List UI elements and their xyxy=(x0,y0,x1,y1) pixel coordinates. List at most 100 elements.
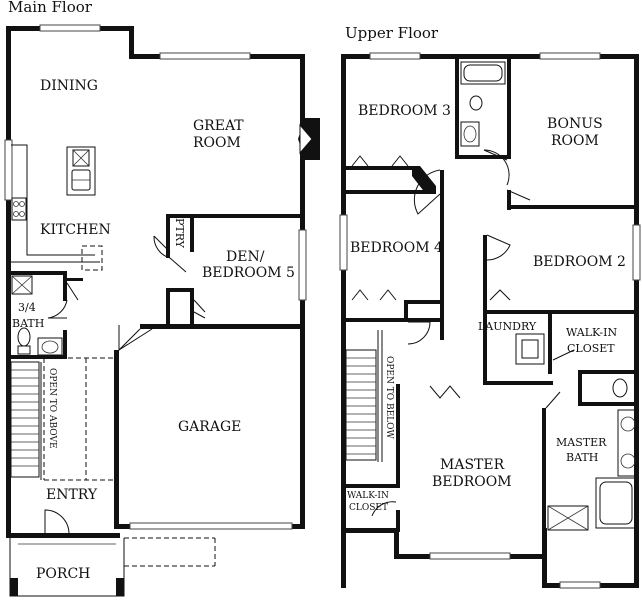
hall-angle-wall xyxy=(412,166,436,194)
bonus-left-wall xyxy=(507,59,511,159)
bonus-bottom-wall xyxy=(507,205,639,209)
bonus-label-2: ROOM xyxy=(551,133,599,149)
upper-floor-plan: BEDROOM 3 BONUS ROOM BEDROOM 4 BEDROOM 2… xyxy=(339,52,641,589)
porch-post-left xyxy=(10,578,18,596)
master-bed-label-1: MASTER xyxy=(440,457,505,473)
master-vanity xyxy=(617,409,637,477)
master-bath-left-wall xyxy=(542,408,546,533)
kitchen-label: KITCHEN xyxy=(40,222,111,238)
master-closet-top xyxy=(346,484,400,488)
stair-treads xyxy=(11,369,39,467)
main-wall-step xyxy=(129,26,134,57)
den-left-wall-lower xyxy=(166,288,170,328)
bath-bottom-wall xyxy=(11,355,67,359)
upper-window-bath xyxy=(559,581,601,589)
bath-right-wall-upper xyxy=(63,271,67,301)
open-to-above-label: OPEN TO ABOVE xyxy=(47,368,57,449)
master-bath-label-2: BATH xyxy=(566,451,598,464)
master-bed-label-2: BEDROOM xyxy=(432,474,512,490)
kitchen-island xyxy=(66,146,96,196)
upper-wall-bottom-left xyxy=(341,528,399,533)
upper-window-bed3 xyxy=(369,52,421,60)
garage-label: GARAGE xyxy=(178,419,241,435)
porch-outline xyxy=(9,538,125,597)
bath-top-wall xyxy=(11,271,67,275)
main-window-great xyxy=(159,52,251,60)
bath34-label-2: BATH xyxy=(12,317,44,330)
upper-window-bed4 xyxy=(339,214,348,271)
great-room-label-1: GREAT xyxy=(193,118,244,134)
fireplace-hearth xyxy=(299,123,313,155)
toilet-icon-upper xyxy=(469,95,483,111)
den-closet-side xyxy=(190,288,194,328)
toilet-icon-master xyxy=(612,378,628,398)
upper-window-master xyxy=(429,552,511,560)
laundry-label: LAUNDRY xyxy=(478,320,537,333)
laundry-bottom-wall xyxy=(483,381,553,385)
bath-right-wall-lower xyxy=(63,330,67,359)
upper-wall-left xyxy=(341,54,346,588)
walkin2-label-2: CLOSET xyxy=(349,503,388,513)
den-top-wall xyxy=(166,214,305,218)
master-bath-label-1: MASTER xyxy=(556,436,607,449)
great-room-label-2: ROOM xyxy=(193,135,241,151)
upper-window-bed2 xyxy=(632,224,641,281)
bed2-bottom-wall xyxy=(483,310,639,314)
main-wall-entry-bottom xyxy=(6,533,120,538)
main-floor-title: Main Floor xyxy=(8,0,93,16)
bath-sink xyxy=(37,337,63,356)
main-window-dining xyxy=(39,24,101,32)
bed4-right-wall xyxy=(440,170,444,340)
master-shower xyxy=(547,505,589,531)
upper-wall-bottom-step-l xyxy=(394,528,399,559)
toilet-icon xyxy=(17,327,31,347)
walkin2-label-1: WALK-IN xyxy=(347,491,389,501)
upper-window-bonus xyxy=(539,52,601,60)
master-left-wall xyxy=(396,384,400,484)
bath34-label-1: 3/4 xyxy=(18,301,36,314)
main-wall-left xyxy=(6,26,11,538)
entry-door xyxy=(44,509,70,535)
bedroom3-label: BEDROOM 3 xyxy=(358,103,451,119)
walkin1-label-1: WALK-IN xyxy=(566,326,617,339)
closet-wall xyxy=(63,278,83,281)
main-stairs xyxy=(10,361,40,478)
bed3-right-wall xyxy=(455,59,459,159)
den-label-1: DEN/ xyxy=(226,249,265,265)
entry-label: ENTRY xyxy=(46,487,98,503)
den-label-2: BEDROOM 5 xyxy=(202,265,295,281)
bedroom2-label: BEDROOM 2 xyxy=(533,254,626,270)
hall-bath-bottom xyxy=(455,155,510,159)
upper-stair-treads xyxy=(346,357,376,455)
main-garage-door xyxy=(129,522,293,530)
washer xyxy=(515,333,545,365)
cooktop xyxy=(11,197,27,221)
upper-floor-title: Upper Floor xyxy=(345,24,439,42)
pantry-right-wall xyxy=(190,214,194,252)
open-to-below-label: OPEN TO BELOW xyxy=(384,356,394,440)
garage-top-wall xyxy=(140,324,305,329)
bed4-top-wall xyxy=(346,190,436,194)
main-window-den xyxy=(298,229,307,301)
bed4-bottom-wall xyxy=(346,318,444,322)
upper-wall-right xyxy=(634,54,639,588)
laundry-right-wall xyxy=(548,314,552,374)
porch-label: PORCH xyxy=(36,566,90,582)
bathtub xyxy=(460,61,506,85)
hall-sink xyxy=(460,121,480,147)
walkin1-label-2: CLOSET xyxy=(567,342,615,355)
kitchen-counter xyxy=(11,144,95,256)
refrigerator xyxy=(81,245,103,271)
main-floor-plan: DINING GREAT ROOM KITCHEN PTRY DEN/ BEDR… xyxy=(4,24,320,597)
walkin-bottom-wall xyxy=(578,370,639,374)
upper-stairs xyxy=(345,349,377,461)
main-window-kitchen xyxy=(4,139,13,201)
toilet-room-bottom xyxy=(578,402,639,406)
bed3-bottom-wall xyxy=(346,166,412,170)
upper-wall-top xyxy=(341,54,639,59)
garage-left-wall xyxy=(114,350,119,528)
den-closet-wall xyxy=(166,288,194,292)
dining-label: DINING xyxy=(40,78,98,94)
shower xyxy=(11,275,33,295)
